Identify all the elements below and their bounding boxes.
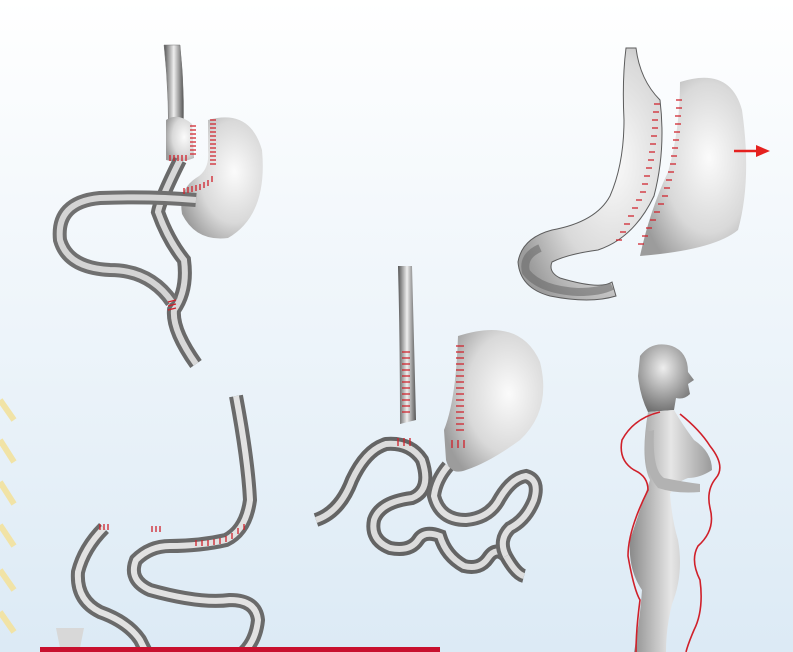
bottom-stub [56, 628, 84, 648]
small-pouch [166, 117, 194, 162]
bottom-bar [40, 647, 440, 652]
